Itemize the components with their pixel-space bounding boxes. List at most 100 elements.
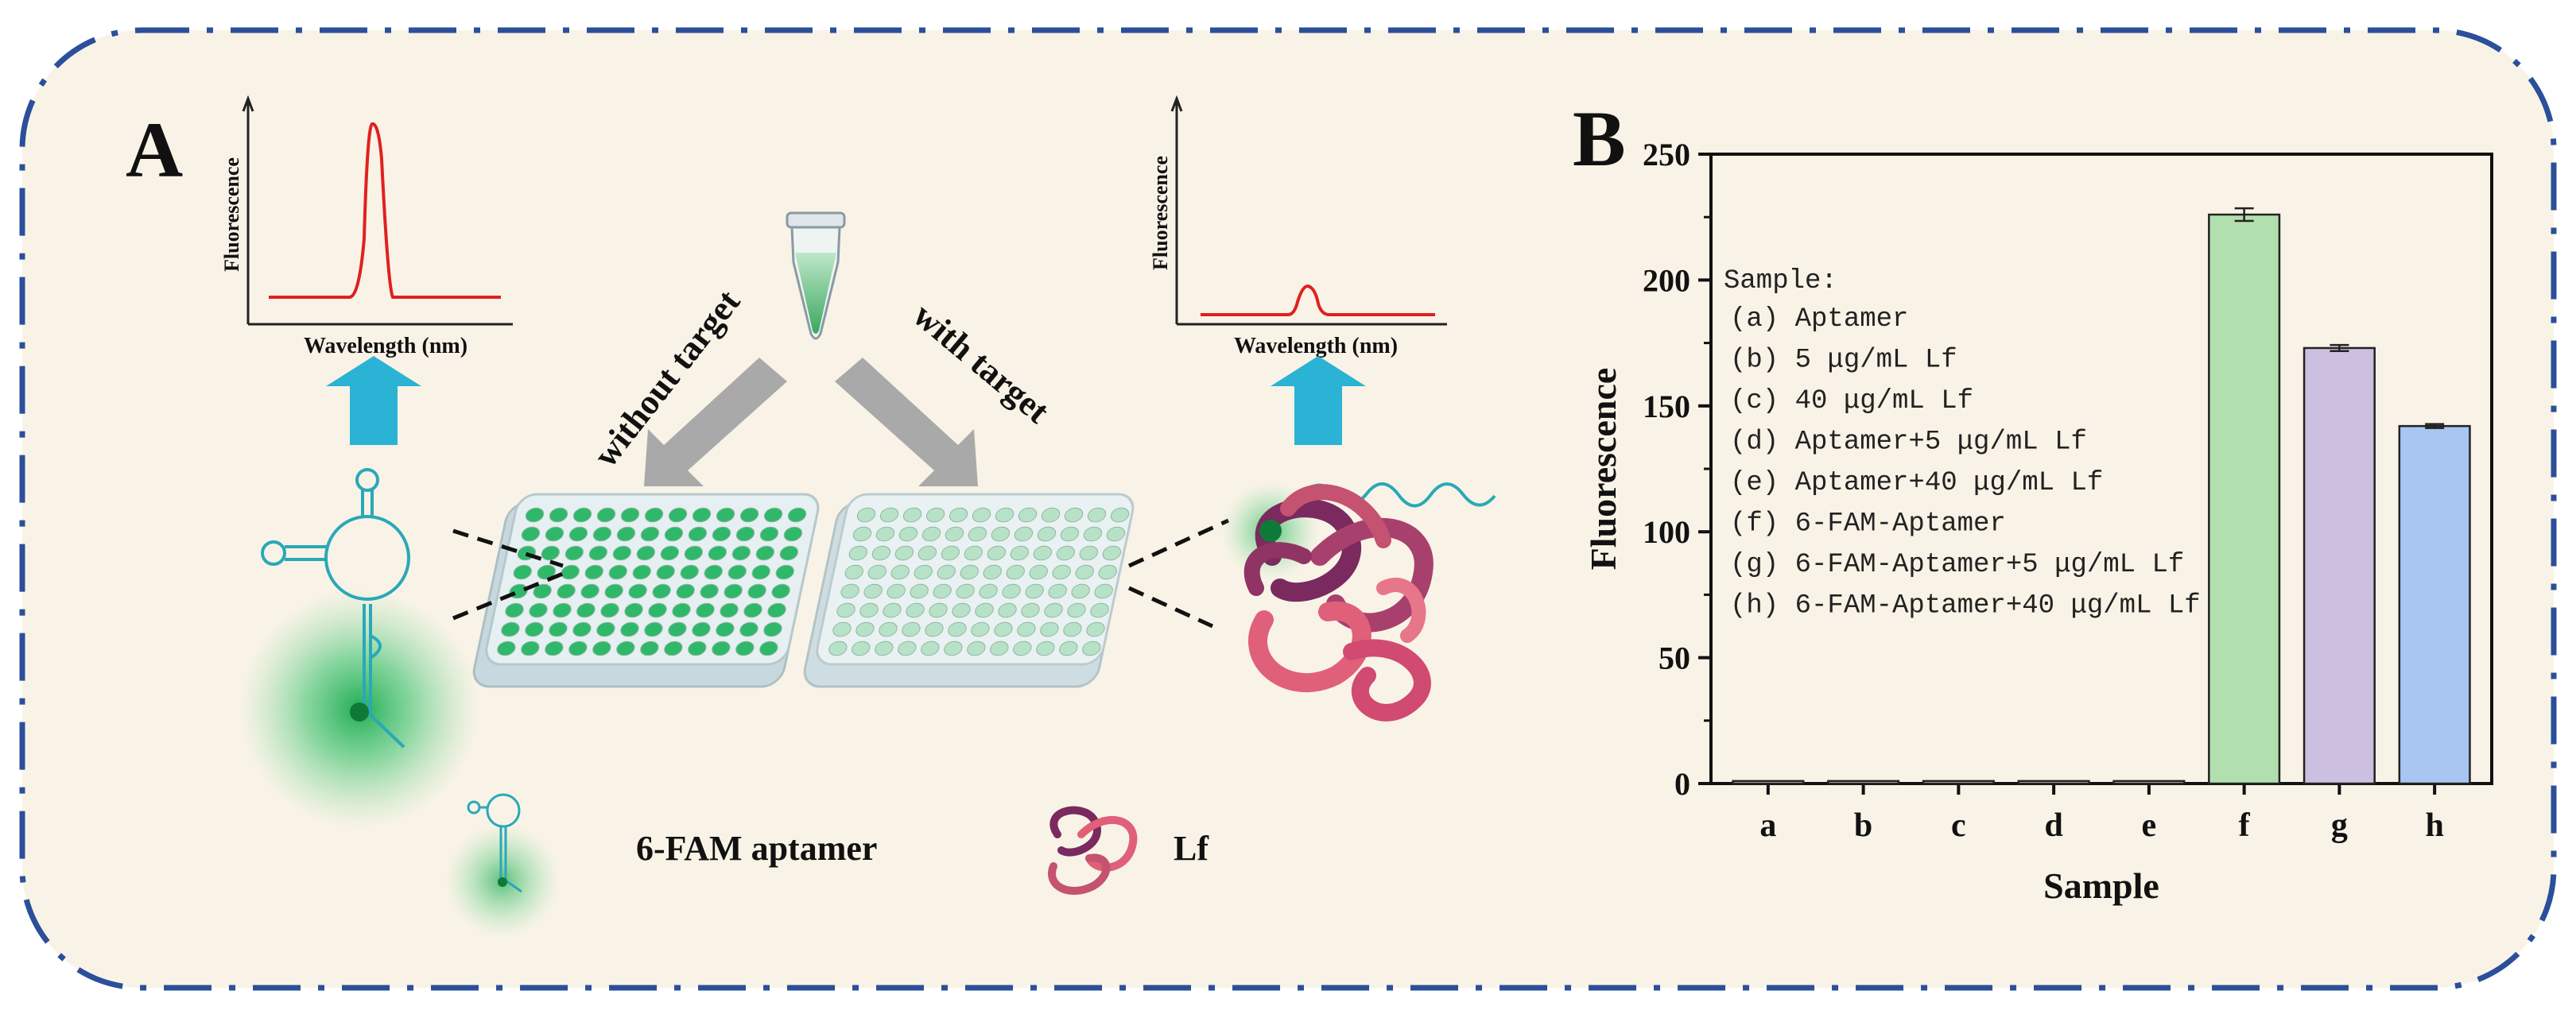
panel-b-label: B (1573, 95, 1626, 183)
plate-quench-well (995, 507, 1014, 523)
plate-fluor-well (596, 621, 615, 637)
y-tick-label: 0 (1674, 766, 1690, 802)
spectrum-high-arrowhead-y (242, 95, 254, 112)
plate-quench-well (894, 545, 914, 561)
plate-quench-well (1025, 583, 1044, 599)
plate-quench-well (1006, 564, 1025, 580)
plate-fluor-well (628, 583, 647, 599)
plate-quench-well (1082, 641, 1101, 656)
plate-fluor-well (600, 602, 619, 618)
plate-fluor-well (688, 526, 708, 542)
plate-quench-well (879, 507, 899, 523)
complex-fluorophore-dot (1259, 520, 1282, 542)
plate-quench-well (967, 641, 986, 656)
plate-quench-well (1029, 564, 1048, 580)
plate-quench-well (971, 621, 990, 637)
plate-fluor-well (521, 526, 541, 542)
plate-quench-well (1086, 621, 1105, 637)
plate-quench-well (910, 583, 929, 599)
sample-tube-icon (786, 211, 846, 340)
plate-fluor-well (636, 545, 656, 561)
plate-fluor-well (616, 526, 636, 542)
plate-quench-well (906, 602, 925, 618)
plate-quench-well (1060, 526, 1080, 542)
plate-fluor-well (712, 526, 731, 542)
plate-quench-well (1090, 602, 1109, 618)
plate-fluor-well (612, 545, 632, 561)
plate-quench-well (1041, 507, 1061, 523)
plate-quench-well (859, 602, 879, 618)
chart-legend-item: (g) 6-FAM-Aptamer+5 μg/mL Lf (1730, 550, 2184, 580)
bar-g (2302, 346, 2376, 785)
plate-quench-well (925, 621, 944, 637)
chart-legend-item: (a) Aptamer (1730, 304, 1908, 335)
legend-protein-ribbon-3 (1048, 853, 1111, 895)
plate-quench-well (1052, 564, 1071, 580)
protein-ribbon-3 (1248, 601, 1371, 693)
plate-quench-well (1036, 641, 1055, 656)
plate-quench-well (952, 602, 971, 618)
plate-fluor-well (680, 564, 699, 580)
plate-fluor-well (704, 564, 723, 580)
chart-legend-item: (f) 6-FAM-Aptamer (1730, 509, 2006, 540)
plate-fluor-well (743, 602, 762, 618)
plate-fluor-well (568, 526, 588, 542)
plate-quench-well (828, 641, 848, 656)
plate-fluor-well (724, 583, 743, 599)
aptamer-left-loop (261, 540, 286, 566)
plate-quench-well (968, 526, 987, 542)
tube-cap (786, 211, 846, 229)
chart-legend-item: (b) 5 μg/mL Lf (1730, 346, 1957, 376)
plate-fluor-well (537, 564, 556, 580)
plate-fluor-well (549, 507, 568, 523)
plate-fluor-well (561, 564, 580, 580)
plate-quench-well (990, 641, 1009, 656)
plate-fluor-well (708, 545, 727, 561)
plate-quench-well (890, 564, 910, 580)
plate-fluor-well (497, 641, 516, 656)
plate-quench-well (1067, 602, 1086, 618)
plate-quench-well (1010, 545, 1030, 561)
plate-quench-well (852, 641, 871, 656)
protein-ribbon-6 (1243, 542, 1312, 596)
plate-quench-well (1033, 545, 1053, 561)
y-tick-label: 50 (1658, 641, 1690, 676)
plate-quench-well (871, 545, 891, 561)
plate-quench-well (929, 602, 948, 618)
plate-quench-well (1040, 621, 1059, 637)
plate-quench-well (921, 526, 941, 542)
chart-legend: Sample: (a) Aptamer(b) 5 μg/mL Lf(c) 40 … (1724, 266, 2201, 621)
plate-quench-well (1102, 545, 1122, 561)
x-tick-label-f: f (2239, 807, 2251, 844)
plate-fluor-well (759, 641, 778, 656)
plate-quench-well (925, 507, 945, 523)
chart-xlabel: Sample (2043, 865, 2159, 906)
microplate-quenched (803, 493, 1135, 688)
up-arrow-left (326, 356, 421, 445)
plate-quench-well (867, 564, 886, 580)
chart-ylabel: Fluorescence (1583, 368, 1624, 571)
microplate-fluorescent (472, 493, 820, 688)
plate-quench-well (855, 621, 875, 637)
plate-fluor-well (664, 641, 683, 656)
plate-quench-well (848, 545, 868, 561)
plate-quench-well (898, 526, 918, 542)
plate-quench-well (983, 564, 1002, 580)
plate-fluor-well (584, 564, 603, 580)
plate-fluor-well (656, 564, 675, 580)
plate-fluor-well (668, 621, 687, 637)
bar-f (2208, 213, 2281, 785)
plate-fluor-well (644, 507, 664, 523)
plate-quench-well (972, 507, 991, 523)
plate-quench-well (1094, 583, 1113, 599)
plate-fluor-well (739, 507, 759, 523)
plate-quench-well (875, 526, 895, 542)
bar-b (1827, 780, 1900, 785)
protein-ribbon-4 (1343, 639, 1431, 722)
plate-fluor-well (624, 602, 643, 618)
plate-fluor-well (759, 526, 779, 542)
